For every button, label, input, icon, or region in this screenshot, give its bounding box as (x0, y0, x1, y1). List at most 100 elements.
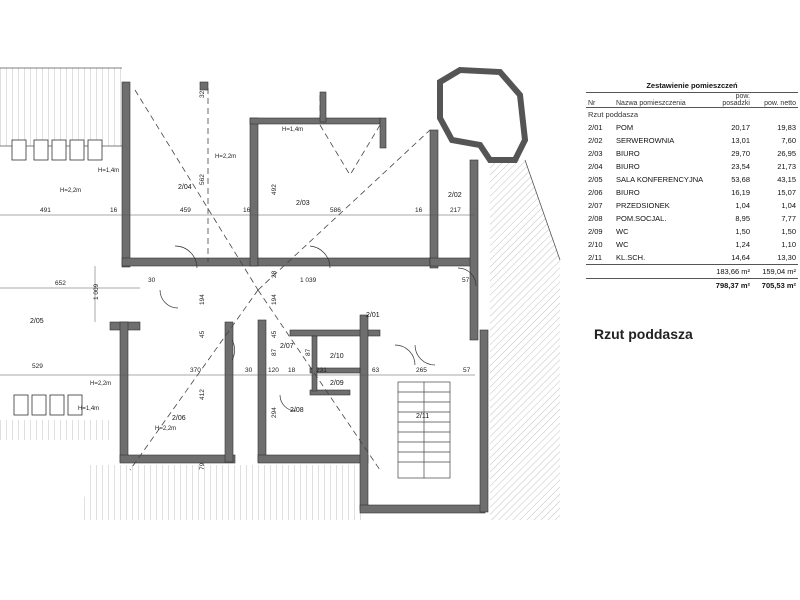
room-label: 2/10 (330, 353, 344, 360)
total-net: 705,53 m² (752, 278, 798, 292)
sheet-title: Rzut poddasza (594, 326, 693, 342)
dimension-label: 30 (148, 277, 156, 284)
walls (109, 66, 529, 514)
dimension-label: 57 (463, 367, 471, 374)
cell-net: 43,15 (777, 175, 796, 184)
dimension-label: 370 (190, 367, 201, 374)
schedule-title: Zestawienie pomieszczeń (586, 78, 798, 93)
table-row: 2/05 SALA KONFERENCYJNA 53,68 43,15 (586, 173, 798, 186)
dimension-label: 63 (372, 367, 380, 374)
total-gross: 798,37 m² (708, 278, 752, 292)
dimension-labels: 491 459 586 217 16 16 16 652 1 009 1 039… (32, 90, 471, 470)
skylights-top (11, 139, 103, 161)
cell-nr: 2/09 (588, 227, 603, 236)
dimension-label: 491 (40, 207, 51, 214)
dimension-label: 265 (416, 367, 427, 374)
cell-gross: 14,64 (731, 253, 750, 262)
room-label: 2/08 (290, 407, 304, 414)
dimension-label: 28 (271, 270, 278, 278)
room-label: 2/07 (280, 343, 294, 350)
room-labels: 2/04 2/03 2/02 2/05 2/01 2/07 2/10 2/09 … (30, 184, 462, 422)
dimension-label: 87 (305, 348, 312, 356)
dimension-label: 32 (199, 90, 206, 98)
dimension-label: 1 009 (93, 283, 100, 300)
dimension-label: 217 (450, 207, 461, 214)
cell-gross: 20,17 (731, 123, 750, 132)
room-label: 2/03 (296, 200, 310, 207)
cell-nr: 2/07 (588, 201, 603, 210)
height-label: H=2,2m (90, 381, 111, 387)
dimension-label: 16 (110, 207, 118, 214)
cell-gross: 16,19 (731, 188, 750, 197)
height-label: H=1,4m (98, 168, 119, 174)
col-nr: Nr (586, 92, 614, 108)
cell-nr: 2/04 (588, 162, 603, 171)
dimension-lines (0, 214, 475, 376)
schedule-section: Rzut poddasza (588, 110, 639, 119)
cell-name: KL.SCH. (616, 253, 646, 262)
col-net: pow. netto (752, 92, 798, 108)
cell-name: SALA KONFERENCYJNA (616, 175, 704, 184)
roof-hatch-bottom (0, 420, 365, 520)
doors (159, 245, 477, 412)
cell-name: POM.SOCJAL. (616, 214, 667, 223)
room-label: 2/04 (178, 184, 192, 191)
cell-nr: 2/11 (588, 253, 603, 262)
dimension-label: 30 (245, 367, 253, 374)
height-label: H=2,2m (215, 154, 236, 160)
col-name: Nazwa pomieszczenia (614, 92, 708, 108)
height-labels: H=1,4m H=2,2m H=1,4m H=2,2m H=2,2m H=1,4… (60, 127, 303, 432)
cell-net: 1,10 (781, 240, 796, 249)
cell-name: POM (616, 123, 634, 132)
dimension-label: 120 (268, 367, 279, 374)
cell-nr: 2/02 (588, 136, 603, 145)
cell-net: 15,07 (777, 188, 796, 197)
cell-gross: 1,04 (735, 201, 750, 210)
cell-name: BIURO (616, 162, 640, 171)
cell-name: PRZEDSIONEK (616, 201, 670, 210)
staircase (397, 381, 451, 479)
dimension-label: 16 (415, 207, 423, 214)
roof-hatch-right (490, 159, 561, 520)
dimension-label: 562 (199, 174, 206, 185)
dimension-label: 586 (330, 207, 341, 214)
cell-gross: 53,68 (731, 175, 750, 184)
cell-net: 13,30 (777, 253, 796, 262)
dimension-label: 194 (271, 294, 278, 305)
room-label: 2/01 (366, 312, 380, 319)
cell-gross: 8,95 (735, 214, 750, 223)
dimension-label: 16 (243, 207, 251, 214)
cell-nr: 2/05 (588, 175, 603, 184)
room-label: 2/02 (448, 192, 462, 199)
height-label: H=1,4m (78, 406, 99, 412)
roof-hatch-top (0, 67, 122, 147)
cell-name: BIURO (616, 188, 640, 197)
skylights-bottom (13, 394, 83, 416)
cell-nr: 2/03 (588, 149, 603, 158)
cell-nr: 2/10 (588, 240, 603, 249)
table-row: 2/07 PRZEDSIONEK 1,04 1,04 (586, 199, 798, 212)
dimension-label: 231 (316, 367, 327, 374)
cell-net: 19,83 (777, 123, 796, 132)
dimension-label: 652 (55, 280, 66, 287)
room-label: 2/11 (416, 413, 429, 420)
dimension-label: 57 (462, 277, 470, 284)
cell-net: 1,04 (781, 201, 796, 210)
dimension-label: 79 (199, 462, 206, 470)
cell-name: BIURO (616, 149, 640, 158)
cell-name: WC (616, 227, 629, 236)
subtotal-net: 159,04 m² (752, 264, 798, 279)
dimension-label: 87 (271, 348, 278, 356)
dimension-label: 294 (271, 407, 278, 418)
cell-net: 7,60 (781, 136, 796, 145)
cell-gross: 13,01 (731, 136, 750, 145)
cell-gross: 23,54 (731, 162, 750, 171)
